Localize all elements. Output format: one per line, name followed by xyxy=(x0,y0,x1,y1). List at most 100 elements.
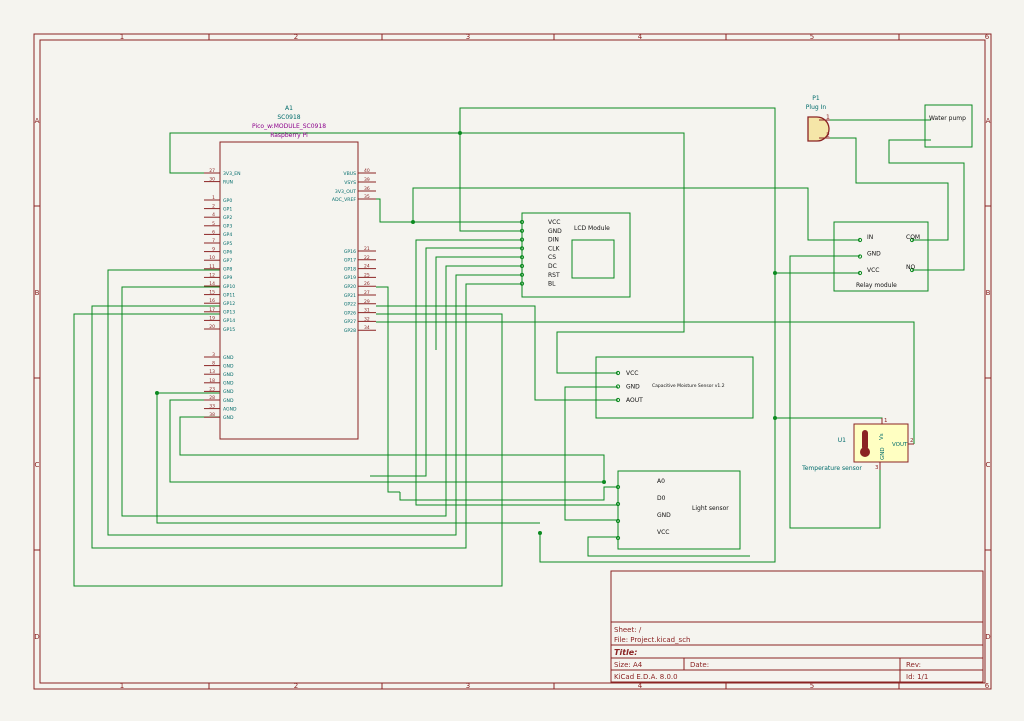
pin-dot xyxy=(615,397,621,403)
col-label-top: 1 xyxy=(120,33,124,41)
pin-number: 4 xyxy=(212,212,215,218)
pin-number: 26 xyxy=(364,281,370,287)
row-label-right: A xyxy=(986,117,991,125)
pin-name: 3V3_OUT xyxy=(335,189,356,195)
pin-dot xyxy=(519,272,525,277)
pin-dot xyxy=(519,219,525,225)
col-label-top: 2 xyxy=(294,33,298,41)
pin-name: GND xyxy=(223,355,234,361)
pin-name: GP27 xyxy=(344,319,356,325)
pin-name: 3V3_EN xyxy=(223,171,241,177)
plug-pin-num: 2 xyxy=(826,132,830,139)
pin-number: 18 xyxy=(209,378,215,384)
pin-dot xyxy=(857,254,863,259)
pin-name: GP19 xyxy=(344,275,356,281)
col-label-top: 3 xyxy=(466,33,470,41)
pico-ref: A1 xyxy=(285,105,293,112)
pump-body xyxy=(924,104,973,148)
relay-pin-label: IN xyxy=(867,234,873,241)
lcd-title: LCD Module xyxy=(574,225,610,232)
pico-value: SC0918 xyxy=(277,114,300,121)
pin-number: 3 xyxy=(212,352,215,358)
pin-number: 10 xyxy=(209,255,215,261)
water-pump-symbol[interactable]: Water pump xyxy=(924,104,973,148)
pin-name: GP11 xyxy=(223,292,235,298)
pin-number: 38 xyxy=(209,412,215,418)
moisture-body xyxy=(595,356,754,419)
pin-number: 40 xyxy=(364,168,370,174)
pin-name: GP20 xyxy=(344,284,356,290)
pin-name: VSYS xyxy=(344,180,356,186)
row-label-right: B xyxy=(986,289,991,297)
pin-name: GP0 xyxy=(223,198,232,204)
pin-name: GND xyxy=(223,389,234,395)
row-label-left: C xyxy=(35,461,40,469)
pin-name: VBUS xyxy=(343,171,356,177)
pin-name: GND xyxy=(223,415,234,421)
temperature-sensor-symbol[interactable]: U1 Temperature sensor Vs GND VOUT 1 3 2 xyxy=(801,418,914,472)
pin-name: GP15 xyxy=(223,327,235,333)
plug-symbol[interactable]: P1 Plug In 1 2 xyxy=(806,95,830,142)
lcd-pin-label: GND xyxy=(548,228,562,235)
pin-name: GP3 xyxy=(223,224,232,230)
pin-name: ADC_VREF xyxy=(332,197,356,203)
pin-number: 27 xyxy=(364,290,370,296)
light-pin-label: A0 xyxy=(657,478,665,485)
lcd-pin-label: VCC xyxy=(548,219,560,226)
title-block: Sheet: / File: Project.kicad_sch Title: … xyxy=(610,570,984,683)
pin-dot xyxy=(519,263,525,269)
pin-number: 9 xyxy=(212,247,215,253)
col-label-bottom: 3 xyxy=(466,682,470,690)
pin-name: GP14 xyxy=(223,318,235,324)
pin-dot xyxy=(615,384,621,389)
pin-name: GP2 xyxy=(223,215,232,221)
row-label-right: D xyxy=(985,633,990,641)
sheet-frame xyxy=(33,33,992,690)
pico-left-pins: 273V3_EN30RUN1GP02GP14GP25GP36GP47GP59GP… xyxy=(204,168,241,421)
pin-number: 2 xyxy=(212,204,215,210)
pin-name: GP21 xyxy=(344,293,356,299)
lcd-body xyxy=(521,212,631,298)
moisture-pin-label: VCC xyxy=(626,370,638,377)
relay-pin-label: GND xyxy=(867,251,881,258)
temp-pin-gnd: GND xyxy=(880,447,886,460)
pin-name: GP7 xyxy=(223,258,232,264)
col-label-top: 5 xyxy=(810,33,814,41)
pin-number: 16 xyxy=(209,298,215,304)
temp-pin-num: 2 xyxy=(910,438,914,444)
pin-number: 24 xyxy=(364,264,370,270)
tb-title: Title: xyxy=(614,648,637,657)
pin-name: GP22 xyxy=(344,302,356,308)
moisture-sensor-symbol[interactable]: Capacitive Moisture Sensor v1.2 VCCGNDAO… xyxy=(595,356,754,419)
pin-dot xyxy=(615,501,621,507)
pin-number: 23 xyxy=(209,386,215,392)
pin-number: 32 xyxy=(364,316,370,322)
pin-name: GND xyxy=(223,372,234,378)
col-label-top: 6 xyxy=(985,33,990,41)
plug-ref: P1 xyxy=(812,95,820,102)
pin-name: GP6 xyxy=(223,249,232,255)
pin-name: GP10 xyxy=(223,284,235,290)
tb-size: Size: A4 xyxy=(614,661,643,669)
pin-dot xyxy=(615,484,621,490)
lcd-screen xyxy=(571,239,615,279)
pin-name: RUN xyxy=(223,179,233,185)
pico-footprint: Pico_w:MODULE_SC0918 xyxy=(252,123,326,130)
col-label-bottom: 1 xyxy=(120,682,124,690)
tb-sheet: Sheet: / xyxy=(614,626,642,634)
pin-name: GND xyxy=(223,381,234,387)
pin-number: 30 xyxy=(209,177,215,183)
tb-id: Id: 1/1 xyxy=(906,673,928,681)
pin-name: GP8 xyxy=(223,267,232,273)
pico-w-symbol[interactable]: A1 SC0918 Pico_w:MODULE_SC0918 Raspberry… xyxy=(204,105,376,440)
temp-pin-num: 3 xyxy=(875,465,879,471)
temp-ref: U1 xyxy=(838,437,846,444)
lcd-pin-label: DC xyxy=(548,263,557,270)
pin-number: 31 xyxy=(364,308,370,314)
pin-name: GP4 xyxy=(223,232,232,238)
